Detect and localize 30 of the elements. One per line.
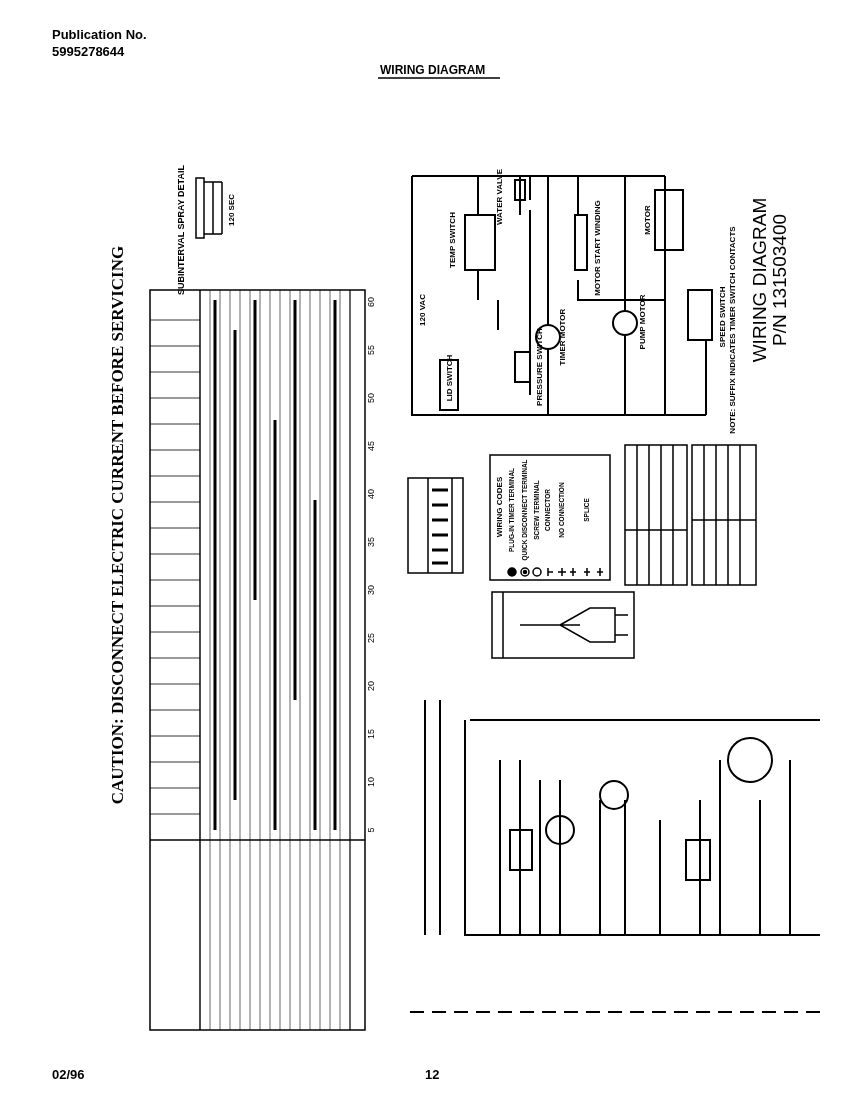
- time-tick-label: 55: [367, 345, 377, 355]
- component-label: MOTOR START WINDING: [593, 200, 603, 296]
- page-number: 12: [425, 1068, 440, 1083]
- component-label: MOTOR: [643, 205, 653, 235]
- page-title: WIRING DIAGRAM: [380, 64, 486, 78]
- component-label: 120 VAC: [418, 294, 428, 326]
- note-text: NOTE: SUFFIX INDICATES TIMER SWITCH CONTACTS: [728, 226, 738, 434]
- time-tick-label: 10: [367, 777, 377, 787]
- time-tick-label: 50: [367, 393, 377, 403]
- time-tick-label: 5: [367, 827, 377, 833]
- time-tick-label: 30: [367, 585, 377, 595]
- component-label: SPEED SWITCH: [718, 286, 728, 348]
- component-label: TEMP SWITCH: [448, 212, 458, 268]
- time-tick-label: 15: [367, 729, 377, 739]
- component-label: TIMER MOTOR: [558, 308, 568, 366]
- side-label: WIRING DIAGRAM: [749, 197, 771, 363]
- codes-title: WIRING CODES: [495, 476, 505, 538]
- time-tick-label: 60: [367, 297, 377, 307]
- part-number: P/N 131503400: [769, 213, 791, 347]
- time-tick-label: 35: [367, 537, 377, 547]
- time-tick-label: 20: [367, 681, 377, 691]
- date-text: 02/96: [52, 1068, 85, 1083]
- time-tick-label: 45: [367, 441, 377, 451]
- time-tick-label: 25: [367, 633, 377, 643]
- publication-number: 5995278644: [52, 45, 125, 60]
- duration-label: 120 SEC: [227, 194, 237, 226]
- header-text: Publication No.: [52, 28, 147, 43]
- detail-title: SUBINTERVAL SPRAY DETAIL: [177, 165, 187, 295]
- time-tick-label: 40: [367, 489, 377, 499]
- caution-text: CAUTION: DISCONNECT ELECTRIC CURRENT BEFORE SERVICING: [108, 245, 128, 805]
